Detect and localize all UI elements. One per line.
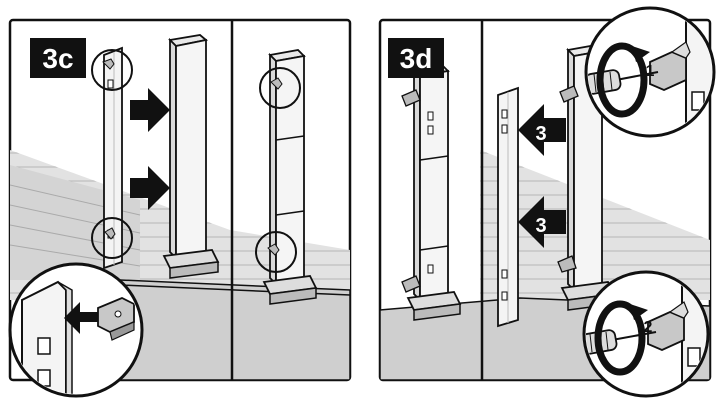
mounting-bracket-icon [649,41,691,91]
push-arrow-top [130,88,170,132]
detail-label-1: 1 [646,63,655,80]
screw-shaft [615,71,659,81]
bracket-strip-3d [497,86,519,328]
bracket-detail-inset [8,262,144,398]
rotation-arrow-icon [596,42,650,118]
detail-circle-top [91,49,133,91]
panel-3c: 3c [8,18,352,398]
rotation-arrow-icon [594,300,648,376]
black-arrow-left-icon [64,302,100,334]
step-badge-3c [30,38,86,78]
arrow-label-top: 3 [535,123,546,145]
black-arrow-left-icon [518,196,566,248]
screw-shaft [611,331,657,341]
detail-label-2: 2 [644,319,653,336]
mounting-bracket-icon [97,297,135,341]
assembled-post [262,49,318,305]
panel-3d: 3 3 3d [378,6,716,398]
step-label-3d: 3d [400,43,433,74]
step-badge-3d [388,38,444,78]
step-label-3c: 3c [42,43,73,74]
detail-circle-bottom-right [255,231,297,273]
detail-circle-top-right [259,67,301,109]
arrow-label-bottom: 3 [535,215,546,237]
push-arrow-bottom [130,166,170,210]
detail-circle-bottom [91,217,133,259]
post-sleeve [162,34,220,279]
mounting-bracket-icon [647,301,689,351]
black-arrow-left-icon [518,104,566,156]
